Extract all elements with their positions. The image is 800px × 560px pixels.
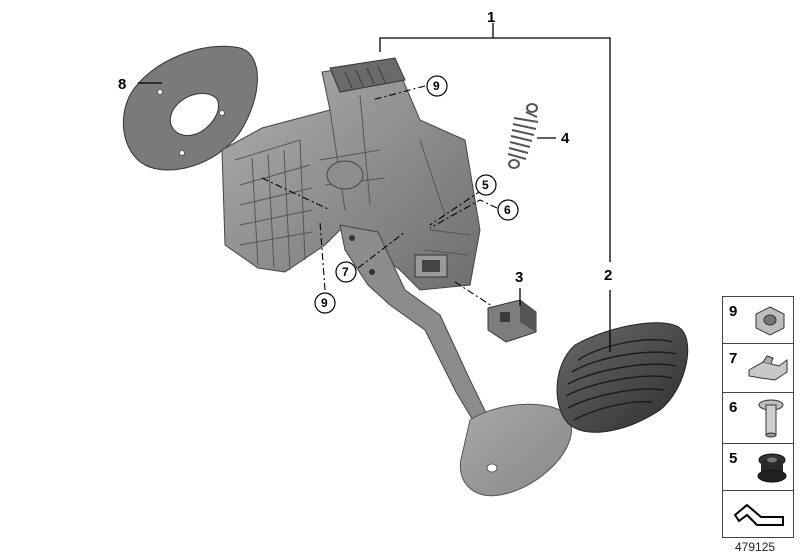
pedal-arm-part [339,224,572,497]
hex-nut-icon [755,306,785,336]
diagram-id: 479125 [735,540,776,554]
clip-bracket-icon [748,355,788,381]
callout-1: 1 [487,9,495,26]
legend-item-9: 9 [722,296,794,344]
pin-bolt-icon [758,399,784,438]
svg-text:5: 5 [482,178,489,192]
rubber-grommet-icon [757,453,787,483]
pedal-pad-part [556,322,689,433]
pedal-bracket-housing [221,57,481,291]
direction-arrow-icon [733,503,784,526]
svg-text:7: 7 [342,265,349,279]
svg-text:9: 9 [433,79,440,93]
callout-4: 4 [561,130,570,147]
circled-callout-9-top: 9 [426,75,448,97]
return-spring-part [507,103,539,169]
svg-text:9: 9 [321,296,328,310]
callout-3: 3 [515,269,523,286]
callout-2: 2 [604,267,612,284]
legend-number: 5 [729,450,738,467]
legend-number: 6 [729,399,738,416]
callout-8: 8 [118,76,126,93]
gasket-ring-part [122,45,258,171]
legend-number: 9 [729,303,738,320]
pedal-switch-part [487,299,537,343]
legend-item-5: 5 [722,443,794,491]
legend-number: 7 [729,350,738,367]
circled-callout-6: 6 [497,199,519,221]
svg-text:6: 6 [504,203,511,217]
circled-callout-5: 5 [475,174,497,196]
leader-lines [138,23,611,352]
legend-item-7: 7 [722,343,794,393]
legend-direction [722,490,794,538]
circled-callout-9-bottom: 9 [314,292,336,314]
circled-callout-7: 7 [335,261,357,283]
legend-item-6: 6 [722,392,794,444]
